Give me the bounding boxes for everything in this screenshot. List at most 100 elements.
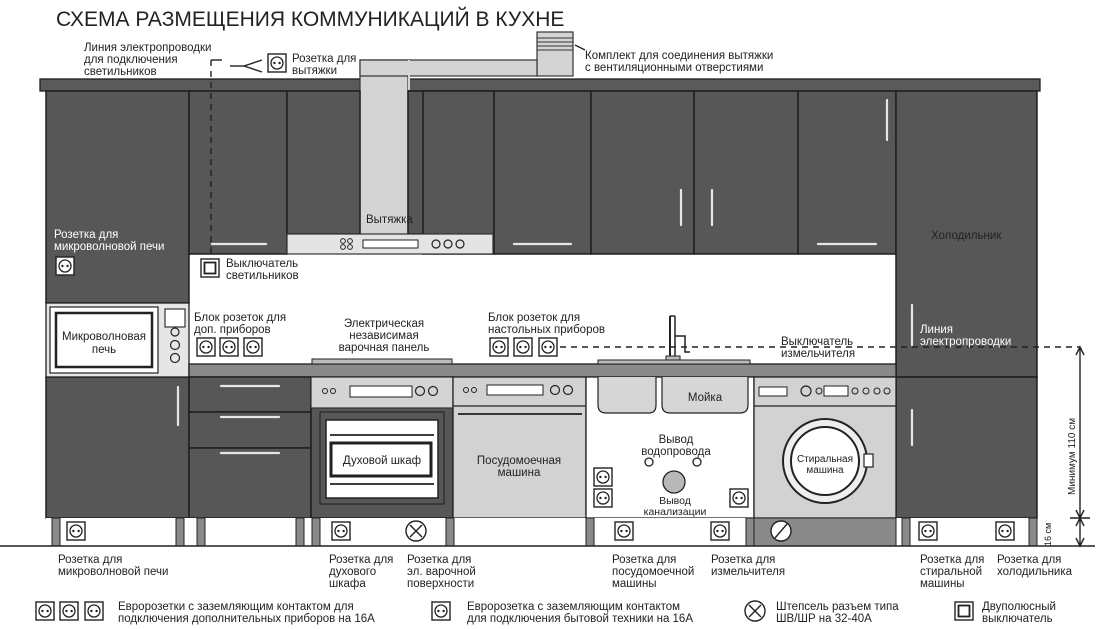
svg-text:для подключения: для подключения bbox=[84, 54, 178, 66]
hood-chimney bbox=[359, 59, 409, 236]
extra-socket-3-icon bbox=[243, 337, 263, 357]
oven-label: Духовой шкаф bbox=[343, 455, 421, 467]
light-switch-icon bbox=[200, 258, 220, 278]
svg-text:Розетка для: Розетка для bbox=[711, 554, 775, 566]
svg-text:светильников: светильников bbox=[226, 270, 299, 282]
extra-socket-1-icon bbox=[196, 337, 216, 357]
svg-text:Розетка для: Розетка для bbox=[329, 554, 393, 566]
svg-text:Евророзетка с заземляющим конт: Евророзетка с заземляющим контактом bbox=[467, 601, 680, 613]
svg-text:измельчителя: измельчителя bbox=[711, 566, 785, 578]
svg-text:Блок розеток для: Блок розеток для bbox=[194, 312, 286, 324]
svg-text:духового: духового bbox=[329, 566, 376, 578]
plinth-legs bbox=[51, 517, 1038, 547]
floor-dishwasher-socket-icon bbox=[614, 521, 634, 541]
svg-text:Вывод: Вывод bbox=[659, 495, 691, 507]
legend-euro-single-icon bbox=[431, 601, 451, 621]
svg-text:поверхности: поверхности bbox=[407, 578, 474, 590]
svg-text:Вывод: Вывод bbox=[659, 434, 694, 446]
svg-text:Розетка для: Розетка для bbox=[997, 554, 1061, 566]
hood-socket-icon bbox=[267, 53, 287, 73]
svg-text:Линия электропроводки: Линия электропроводки bbox=[84, 42, 211, 54]
legend: Евророзетки с заземляющим контактом для … bbox=[35, 600, 1056, 625]
floor-oven-socket-icon bbox=[331, 521, 351, 541]
top-cornice bbox=[39, 78, 1041, 92]
floor-grinder-socket-icon bbox=[710, 521, 730, 541]
hood-kit-label: Комплект для соединения вытяжки с вентил… bbox=[585, 50, 773, 74]
dim-110-label: Минимум 110 см bbox=[1067, 418, 1078, 495]
sink-label: Мойка bbox=[688, 392, 723, 404]
floor-microwave-socket-icon bbox=[66, 521, 86, 541]
svg-text:измельчителя: измельчителя bbox=[781, 348, 855, 360]
sink-socket-1-icon bbox=[593, 467, 613, 487]
svg-text:печь: печь bbox=[92, 344, 116, 356]
svg-text:ШВ/ШР на 32-40А: ШВ/ШР на 32-40А bbox=[776, 613, 872, 625]
floor-dishwasher-label: Розетка для посудомоечной машины bbox=[612, 554, 694, 590]
legend-euro-block-icon-3 bbox=[84, 601, 104, 621]
hob-label: Электрическая независимая варочная панел… bbox=[339, 318, 430, 354]
svg-text:микроволновой печи: микроволновой печи bbox=[58, 566, 168, 578]
legend-switch-icon bbox=[954, 601, 974, 621]
svg-text:машина: машина bbox=[806, 465, 844, 476]
hob bbox=[311, 358, 453, 365]
table-socket-2-icon bbox=[513, 337, 533, 357]
floor-microwave-label: Розетка для микроволновой печи bbox=[58, 554, 168, 578]
svg-text:Посудомоечная: Посудомоечная bbox=[477, 455, 561, 467]
countertop bbox=[188, 363, 897, 378]
floor-washer-socket-icon bbox=[918, 521, 938, 541]
fridge-label: Холодильник bbox=[931, 230, 1002, 242]
svg-text:Евророзетки с заземляющим конт: Евророзетки с заземляющим контактом для bbox=[118, 601, 354, 613]
dim-16-label: 16 см bbox=[1043, 523, 1053, 546]
svg-text:Стиральная: Стиральная bbox=[797, 454, 853, 465]
svg-text:варочная панель: варочная панель bbox=[339, 342, 430, 354]
oven bbox=[310, 376, 454, 519]
svg-text:машины: машины bbox=[920, 578, 965, 590]
drawer-block bbox=[188, 376, 312, 519]
svg-text:эл. варочной: эл. варочной bbox=[407, 566, 476, 578]
svg-text:холодильника: холодильника bbox=[997, 566, 1073, 578]
floor-washer-label: Розетка для стиральной машины bbox=[920, 554, 984, 590]
sink-socket-2-icon bbox=[593, 488, 613, 508]
washing-machine bbox=[753, 376, 897, 519]
svg-text:шкафа: шкафа bbox=[329, 578, 366, 590]
svg-text:Блок розеток для: Блок розеток для bbox=[488, 312, 580, 324]
svg-text:светильников: светильников bbox=[84, 66, 157, 78]
vent-duct bbox=[536, 31, 574, 77]
upper-cabinets bbox=[45, 90, 897, 304]
sewage-label: Вывод канализации bbox=[644, 495, 707, 518]
microwave bbox=[45, 302, 190, 378]
svg-text:канализации: канализации bbox=[644, 506, 707, 518]
svg-text:с вентиляционными отверстиями: с вентиляционными отверстиями bbox=[585, 62, 763, 74]
fridge-lower bbox=[895, 376, 1038, 519]
hood-socket-label: Розетка для вытяжки bbox=[292, 53, 356, 77]
water-supply-label: Вывод водопровода bbox=[641, 434, 711, 458]
floor-hob-plug-icon bbox=[405, 520, 427, 542]
floor-washer-plug-icon bbox=[770, 520, 792, 542]
svg-text:независимая: независимая bbox=[349, 330, 418, 342]
svg-text:для подключения бытовой техник: для подключения бытовой техники на 16А bbox=[467, 613, 693, 625]
hood-controls bbox=[340, 238, 465, 250]
svg-text:Микроволновая: Микроволновая bbox=[62, 331, 146, 343]
svg-text:Электрическая: Электрическая bbox=[344, 318, 424, 330]
hood-label: Вытяжка bbox=[366, 214, 413, 226]
svg-text:вытяжки: вытяжки bbox=[292, 65, 337, 77]
svg-text:Двуполюсный: Двуполюсный bbox=[982, 601, 1056, 613]
legend-plug-icon bbox=[744, 600, 766, 622]
light-switch-label: Выключатель светильников bbox=[226, 258, 299, 282]
left-lower-cabinet bbox=[45, 376, 190, 519]
page-title: СХЕМА РАЗМЕЩЕНИЯ КОММУНИКАЦИЙ В КУХНЕ bbox=[56, 7, 564, 31]
svg-text:водопровода: водопровода bbox=[641, 446, 711, 458]
svg-text:стиральной: стиральной bbox=[920, 566, 982, 578]
svg-text:Розетка для: Розетка для bbox=[407, 554, 471, 566]
faucet bbox=[665, 315, 690, 361]
duct-hatch bbox=[537, 37, 573, 51]
extra-socket-2-icon bbox=[219, 337, 239, 357]
dimension-110 bbox=[1070, 345, 1090, 548]
dishwasher bbox=[452, 376, 587, 519]
svg-text:Выключатель: Выключатель bbox=[781, 336, 853, 348]
table-socket-3-icon bbox=[538, 337, 558, 357]
svg-text:Розетка для: Розетка для bbox=[292, 53, 356, 65]
table-sockets-label: Блок розеток для настольных приборов bbox=[488, 312, 605, 336]
svg-text:выключатель: выключатель bbox=[982, 613, 1053, 625]
floor-fridge-socket-icon bbox=[995, 521, 1015, 541]
